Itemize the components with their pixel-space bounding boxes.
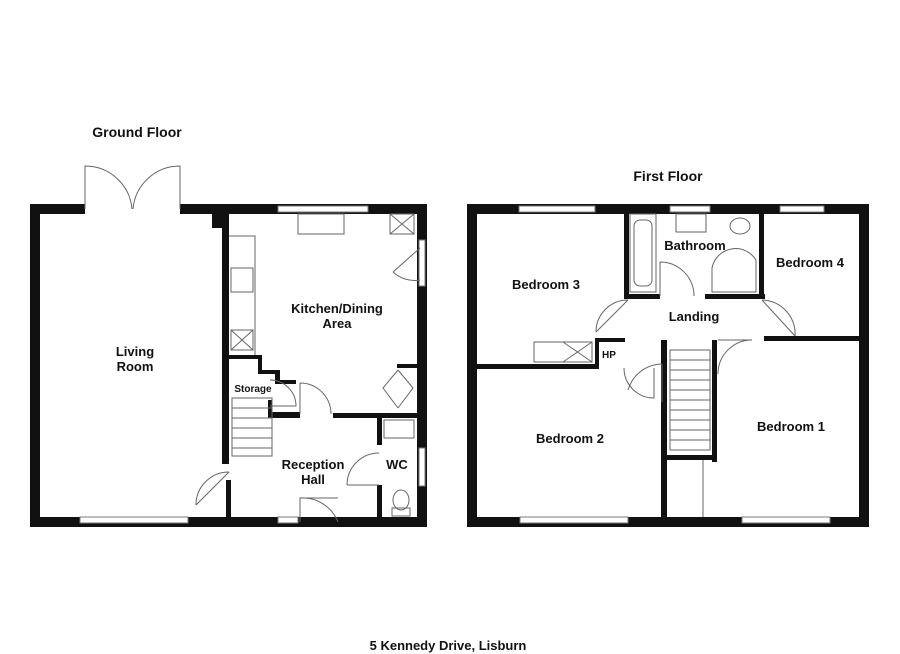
- ground-floor-title: Ground Floor: [92, 124, 182, 140]
- room-label-bedroom3: Bedroom 3: [512, 277, 580, 292]
- ff-window-bed4: [779, 205, 825, 213]
- first-floor-title: First Floor: [633, 168, 703, 184]
- room-label-hp: HP: [602, 350, 616, 361]
- gf-window-kitchen-east: [418, 239, 426, 287]
- room-label-bedroom1: Bedroom 1: [757, 419, 825, 434]
- gf-door-storage: [269, 379, 297, 407]
- gf-window-wc-east: [418, 447, 426, 487]
- room-label-living-2: Room: [117, 359, 154, 374]
- gf-outer-wall-north-left: [30, 204, 85, 214]
- gf-door-living: [195, 471, 230, 506]
- ff-door-bed1: [717, 339, 753, 375]
- gf-hob-icon: [230, 267, 254, 293]
- gf-wall-storage-step: [229, 355, 296, 384]
- ff-bath-tub-icon: [629, 213, 657, 293]
- ff-outer-wall-east: [859, 204, 869, 527]
- ff-shower-icon: [711, 248, 757, 293]
- room-label-reception-2: Hall: [301, 472, 325, 487]
- gf-window-kitchen-north: [277, 205, 369, 213]
- gf-appliance-cross-icon: [230, 329, 254, 351]
- ff-wall-bed1-west: [712, 340, 717, 462]
- ff-door-bed3: [595, 299, 629, 333]
- property-address: 5 Kennedy Drive, Lisburn: [370, 638, 527, 653]
- ff-window-bath: [669, 205, 711, 213]
- gf-door-kitchen: [299, 382, 332, 415]
- ff-door-hp: [623, 367, 655, 399]
- ff-window-bed3: [518, 205, 596, 213]
- gf-french-doors: [84, 165, 181, 210]
- room-label-reception-1: Reception: [282, 457, 345, 472]
- gf-wall-living-lower: [226, 480, 231, 518]
- ff-wall-bed4-west: [759, 212, 764, 298]
- room-label-wc: WC: [386, 457, 408, 472]
- room-label-living-1: Living: [116, 344, 154, 359]
- gf-window-front: [277, 516, 299, 524]
- ff-wall-bath-west: [624, 212, 629, 298]
- ff-cupboard-cross-icon: [562, 341, 593, 363]
- ground-floor-plan: [30, 165, 427, 527]
- gf-boiler-cross-icon: [389, 213, 415, 235]
- gf-door-cupboard: [382, 369, 414, 409]
- gf-outer-wall-west: [30, 204, 40, 527]
- room-label-storage: Storage: [234, 384, 272, 395]
- gf-sink-icon: [297, 213, 345, 235]
- ff-door-bed2: [627, 363, 663, 402]
- room-label-bathroom: Bathroom: [664, 238, 725, 253]
- first-floor-plan: [467, 204, 869, 527]
- ff-outer-wall-west: [467, 204, 477, 527]
- gf-outer-wall-south: [30, 517, 427, 527]
- room-label-bedroom2: Bedroom 2: [536, 431, 604, 446]
- gf-appliance-icon: [230, 329, 254, 351]
- ff-stairs: [669, 349, 711, 451]
- gf-door-wc: [346, 452, 380, 486]
- ff-outer-wall-south: [467, 517, 869, 527]
- gf-wall-storage-bottom: [268, 400, 272, 418]
- ff-wall-bed2-north: [477, 364, 595, 369]
- gf-wall-hall-top: [272, 412, 300, 418]
- gf-door-kitchen-east: [392, 247, 421, 281]
- gf-worktop: [229, 235, 256, 355]
- ff-door-bath: [659, 261, 695, 297]
- gf-stairs: [231, 397, 273, 457]
- room-label-kitchen-2: Area: [323, 316, 353, 331]
- gf-wall-corner-block: [212, 212, 226, 228]
- ff-toilet-icon: [729, 217, 751, 235]
- gf-door-front: [299, 497, 339, 523]
- ff-basin-icon: [675, 213, 707, 233]
- ff-cupboard-icon: [533, 341, 593, 363]
- gf-wall-living-kitchen: [222, 204, 229, 464]
- ff-wall-wardrobe: [667, 455, 715, 460]
- ff-outer-wall-north: [467, 204, 869, 214]
- ff-wall-bath-south-right: [705, 294, 765, 299]
- ff-window-bed2: [519, 516, 629, 524]
- ff-bath-tub-inner-icon: [633, 219, 653, 287]
- ff-wall-bed2-east: [661, 340, 667, 520]
- ff-wall-bed4-south: [764, 336, 862, 341]
- room-label-kitchen-1: Kitchen/Dining: [291, 301, 383, 316]
- room-label-landing: Landing: [669, 309, 720, 324]
- ff-wall-bath-south-left: [624, 294, 660, 299]
- gf-wall-wc-west-lower: [377, 485, 382, 518]
- ff-door-bed4: [761, 299, 796, 337]
- gf-wall-kitchen-side: [397, 364, 419, 368]
- ff-wall-hp: [595, 340, 599, 369]
- gf-wall-wc-west: [377, 413, 382, 445]
- gf-outer-wall-east: [417, 204, 427, 527]
- gf-window-living-south: [79, 516, 189, 524]
- ff-window-bed1: [741, 516, 831, 524]
- gf-wc-cistern-icon: [391, 507, 411, 517]
- room-label-bedroom4: Bedroom 4: [776, 255, 845, 270]
- gf-wc-toilet-icon: [392, 489, 410, 511]
- gf-boiler-icon: [389, 213, 415, 235]
- ff-wall-hp-top: [595, 338, 625, 342]
- gf-wc-basin-icon: [383, 419, 415, 439]
